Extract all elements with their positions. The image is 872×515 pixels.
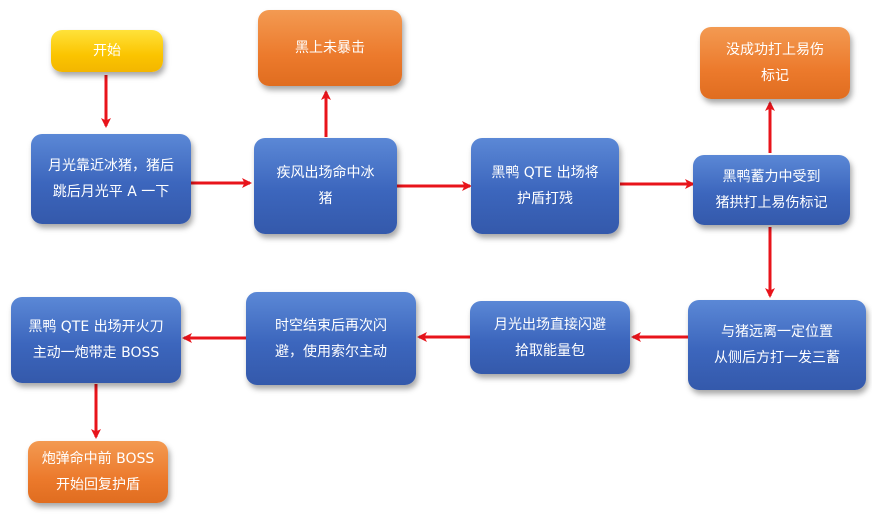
node-end-line-2: 开始回复护盾 bbox=[55, 477, 140, 493]
node-n8-line-2: 主动一炮带走 BOSS bbox=[32, 345, 160, 361]
node-n8: 黑鸭 QTE 出场开火刀 主动一炮带走 BOSS bbox=[11, 297, 181, 383]
node-n1-line-2: 跳后月光平 A 一下 bbox=[52, 184, 170, 200]
node-n3: 黑鸭 QTE 出场将 护盾打残 bbox=[471, 138, 619, 234]
node-n3-line-1: 黑鸭 QTE 出场将 bbox=[491, 165, 599, 181]
node-n4-up: 没成功打上易伤 标记 bbox=[700, 27, 850, 99]
node-start: 开始 bbox=[51, 30, 163, 72]
node-n7-line-2: 避，使用索尔主动 bbox=[275, 343, 387, 360]
node-end: 炮弹命中前 BOSS 开始回复护盾 bbox=[28, 441, 168, 503]
node-n2-up-text: 黑上未暴击 bbox=[295, 40, 365, 56]
node-n7-line-1: 时空结束后再次闪 bbox=[275, 317, 387, 334]
node-n4-line-2: 猪拱打上易伤标记 bbox=[715, 195, 828, 211]
node-n4-line-1: 黑鸭蓄力中受到 bbox=[722, 169, 821, 185]
node-n1-line-1: 月光靠近冰猪，猪后 bbox=[48, 158, 174, 174]
node-n4-up-line-2: 标记 bbox=[761, 68, 789, 84]
node-n6: 月光出场直接闪避 拾取能量包 bbox=[470, 301, 630, 374]
node-n6-line-2: 拾取能量包 bbox=[515, 342, 585, 359]
node-n4: 黑鸭蓄力中受到 猪拱打上易伤标记 bbox=[693, 155, 850, 225]
node-n1: 月光靠近冰猪，猪后 跳后月光平 A 一下 bbox=[31, 134, 191, 224]
node-n2-up: 黑上未暴击 bbox=[258, 10, 402, 86]
node-n4-up-line-1: 没成功打上易伤 bbox=[726, 42, 824, 58]
node-n3-line-2: 护盾打残 bbox=[516, 191, 573, 207]
node-n6-line-1: 月光出场直接闪避 bbox=[494, 316, 606, 333]
node-n2-line-2: 猪 bbox=[318, 191, 333, 207]
node-n2: 疾风出场命中冰 猪 bbox=[254, 138, 397, 234]
node-n5-line-1: 与猪远离一定位置 bbox=[721, 324, 833, 340]
node-n5: 与猪远离一定位置 从侧后方打一发三蓄 bbox=[688, 300, 866, 390]
node-n2-line-1: 疾风出场命中冰 bbox=[276, 165, 375, 181]
node-n5-line-2: 从侧后方打一发三蓄 bbox=[714, 350, 840, 366]
node-end-line-1: 炮弹命中前 BOSS bbox=[41, 451, 155, 467]
node-n7: 时空结束后再次闪 避，使用索尔主动 bbox=[246, 292, 416, 385]
node-n8-line-1: 黑鸭 QTE 出场开火刀 bbox=[28, 319, 164, 335]
node-start-text: 开始 bbox=[93, 43, 121, 59]
